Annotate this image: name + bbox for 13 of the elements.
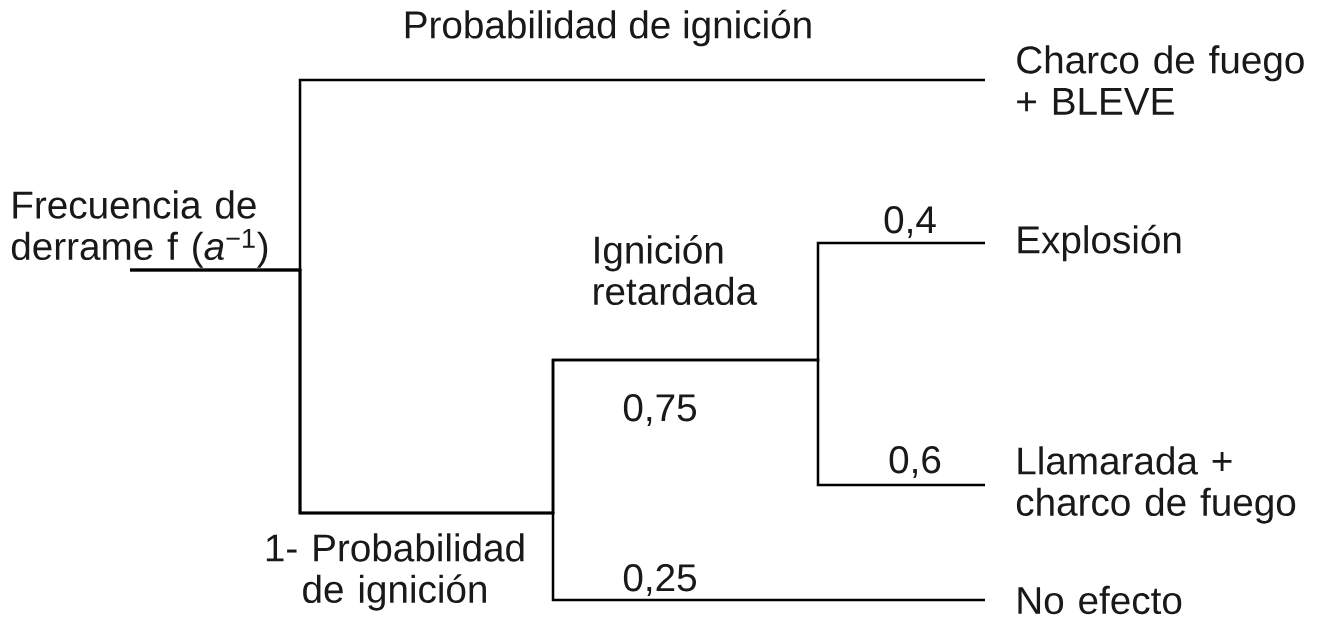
probability-label: 0,25 (621, 562, 699, 598)
probability-label: 0,75 (623, 394, 696, 426)
outcome-label: Llamarada + charco de fuego (1016, 446, 1296, 524)
initiating-event-label: Frecuencia de derrame f (a$^{−1}$) (11, 190, 268, 268)
branch-label: Ignición retardada (594, 234, 758, 306)
outcome-label: Explosión (1018, 224, 1181, 262)
probability-label: Probabilidad de ignición (401, 8, 815, 48)
tree-branch (130, 268, 985, 602)
branch-label: 1- Probabilidad de ignición (266, 533, 524, 611)
outcome-label: Charco de fuego + BLEVE (1017, 45, 1304, 115)
probability-label: 0,6 (886, 444, 944, 480)
probability-label: 0,4 (881, 204, 939, 240)
outcome-label: No efecto (1018, 585, 1182, 615)
